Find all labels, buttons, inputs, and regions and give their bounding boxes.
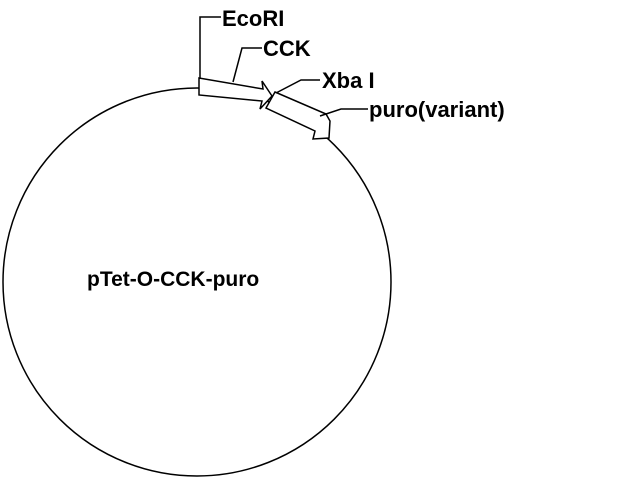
plasmid-backbone: [2, 87, 392, 477]
cck-leader-line: [232, 47, 262, 83]
xba-label: Xba I: [322, 68, 375, 93]
puro-leader-line: [319, 108, 368, 117]
ecori-leader-line: [199, 16, 221, 79]
xba-leader-line: [275, 79, 320, 94]
plasmid-name: pTet-O-CCK-puro: [87, 268, 259, 291]
cck-feature-arrow: [198, 77, 273, 110]
ecori-label: EcoRI: [222, 6, 284, 31]
cck-label: CCK: [263, 36, 311, 61]
puro-feature-arrow: [264, 91, 331, 140]
puro-label: puro(variant): [369, 97, 505, 122]
